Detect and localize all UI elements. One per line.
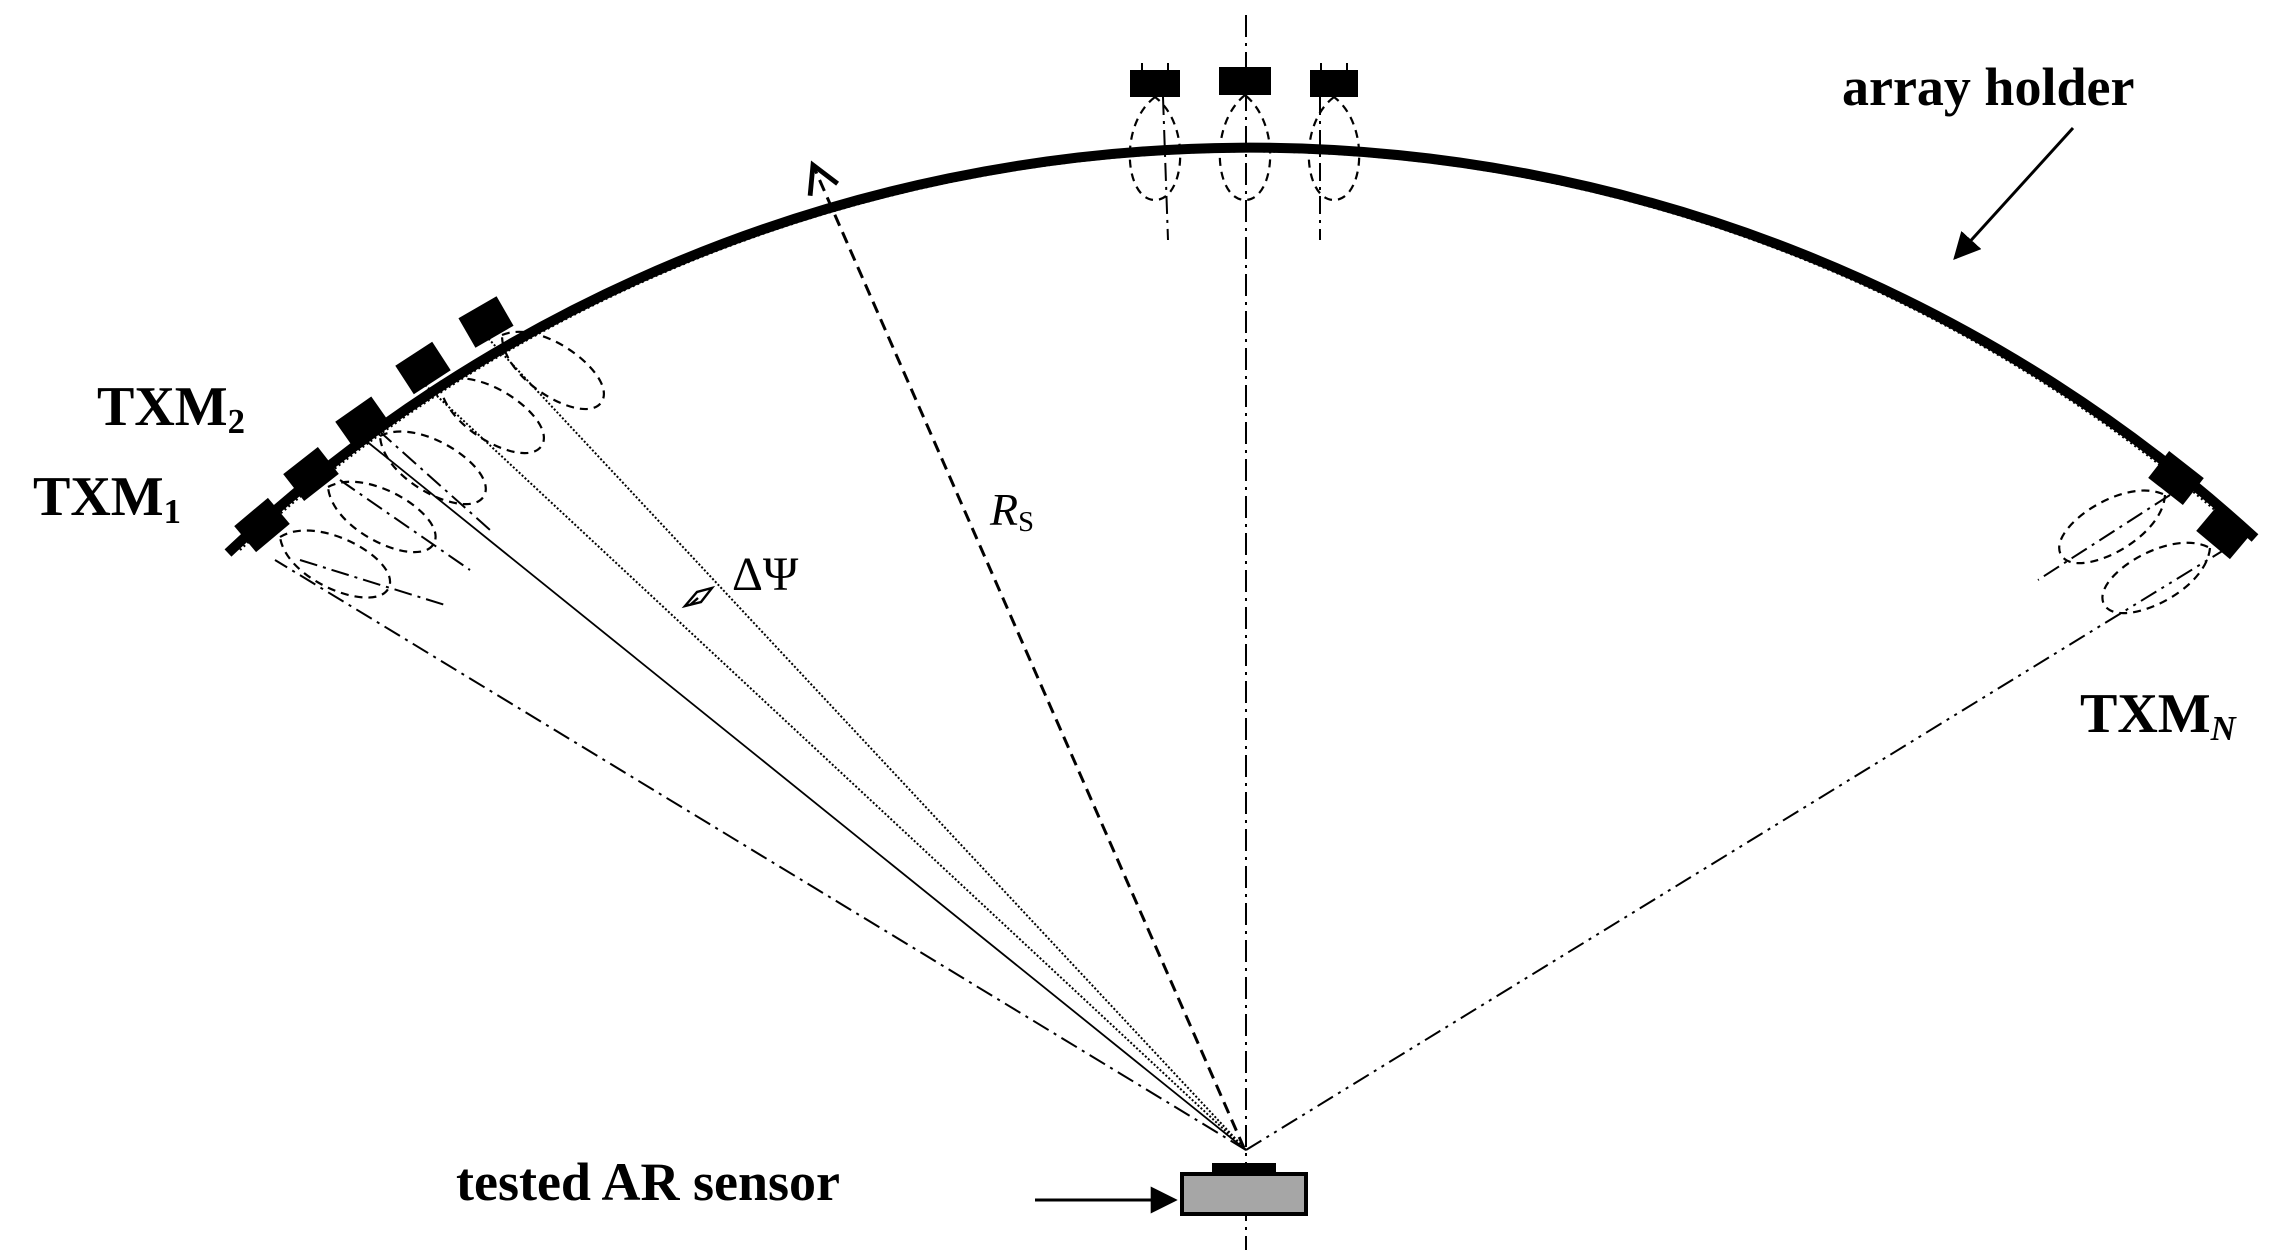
txm-2 xyxy=(335,396,391,450)
delta-psi-marker xyxy=(681,585,716,609)
txm-top-right xyxy=(1310,70,1358,97)
txm-3 xyxy=(458,296,514,348)
tested-ar-sensor xyxy=(1180,1163,1308,1216)
txm1-label: TXM1 xyxy=(33,466,181,531)
sensor-label: tested AR sensor xyxy=(456,1152,840,1212)
ray-solid xyxy=(364,439,1247,1151)
radius-arrow xyxy=(807,160,1246,1149)
left-beam-axes xyxy=(299,429,491,606)
txm-top-left xyxy=(1130,70,1180,97)
left-modules xyxy=(234,296,514,553)
top-beam-axes xyxy=(1162,96,1321,241)
ray-txm2 xyxy=(421,381,1247,1151)
array-holder-label: array holder xyxy=(1842,57,2134,117)
radius-label: RS xyxy=(989,484,1034,538)
ray-txm1 xyxy=(274,559,1247,1151)
txm2-label: TXM2 xyxy=(97,376,245,441)
txm-n-1 xyxy=(2148,451,2204,505)
array-holder-pointer xyxy=(1953,126,2075,260)
right-beam-lobes xyxy=(2058,489,2212,615)
txm-1 xyxy=(234,497,290,553)
sensor-top xyxy=(1212,1163,1276,1175)
sensor-body xyxy=(1180,1172,1308,1216)
right-modules xyxy=(2148,451,2252,560)
right-beam-axes xyxy=(2037,494,2171,581)
top-modules xyxy=(1130,63,1358,97)
top-beam-lobes xyxy=(1128,93,1361,202)
delta-psi-label: ΔΨ xyxy=(732,548,799,601)
left-beam-lobes xyxy=(278,330,605,599)
array-holder-arc xyxy=(224,142,2259,557)
inner-dotted-arc xyxy=(239,150,2244,551)
ray-txm3 xyxy=(484,334,1247,1151)
sensor-rays xyxy=(274,334,2225,1151)
ray-txmN xyxy=(1245,549,2225,1151)
txmN-label: TXMN xyxy=(2080,683,2238,748)
txm-1b xyxy=(283,447,339,501)
txm-top-center xyxy=(1219,67,1271,95)
txm-n xyxy=(2196,504,2252,560)
txm-2b xyxy=(395,341,451,395)
